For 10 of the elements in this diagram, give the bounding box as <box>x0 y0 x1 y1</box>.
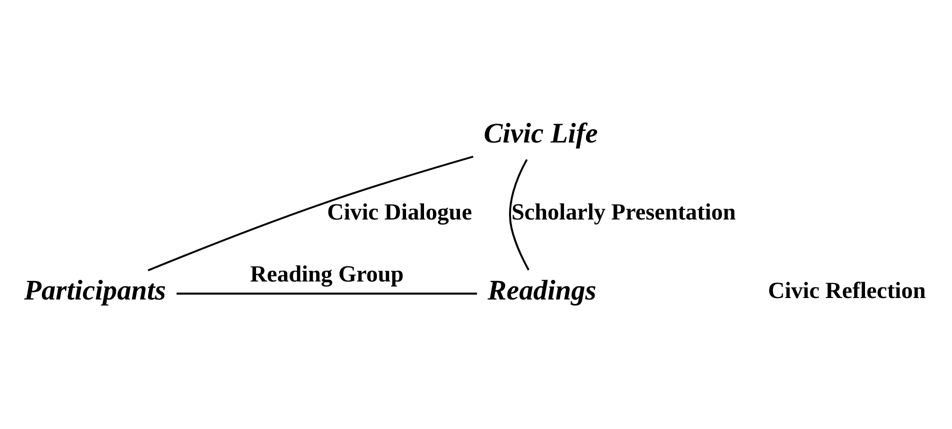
edge-label: Reading Group <box>250 260 404 287</box>
node-text: Participants <box>24 275 166 306</box>
connector <box>176 292 478 294</box>
node-text: Civic Life <box>484 118 598 149</box>
connector <box>509 158 530 270</box>
label: Civic Reflection <box>768 278 926 304</box>
edge-label: Civic Dialogue <box>327 198 472 225</box>
edge-label: Scholarly Presentation <box>511 198 736 225</box>
connector <box>148 155 474 271</box>
node-text: Readings <box>488 275 596 306</box>
